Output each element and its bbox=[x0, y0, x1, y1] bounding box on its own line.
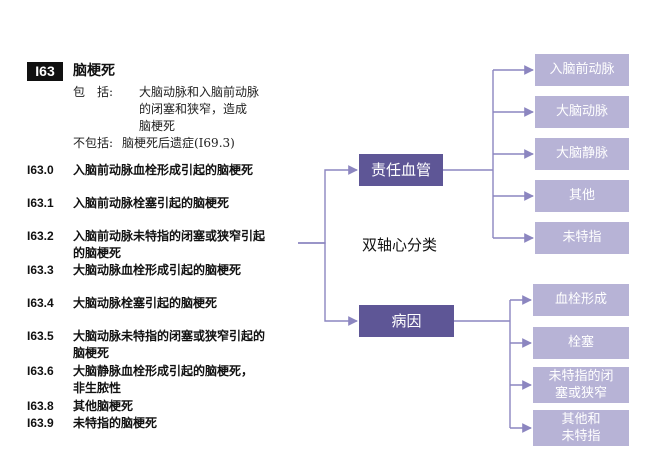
code-id: I63.3 bbox=[27, 263, 54, 277]
code-badge: I63 bbox=[27, 62, 63, 81]
cause-item: 栓塞 bbox=[533, 327, 629, 359]
code-desc-line: 大脑动脉栓塞引起的脑梗死 bbox=[73, 296, 218, 310]
includes-line-2: 的闭塞和狭窄，造成 bbox=[139, 102, 248, 116]
code-id: I63.0 bbox=[27, 163, 54, 177]
code-id: I63.2 bbox=[27, 229, 54, 243]
includes-line-1: 大脑动脉和入脑前动脉 bbox=[139, 85, 260, 99]
code-desc-line: 其他脑梗死 bbox=[73, 399, 134, 413]
includes-line-3: 脑梗死 bbox=[139, 119, 176, 133]
center-label: 双轴心分类 bbox=[362, 236, 438, 254]
excludes-text: 脑梗死后遗症(I69.3) bbox=[122, 136, 235, 150]
cause-item: 其他和 未特指 bbox=[533, 410, 629, 446]
includes-label: 包 括: bbox=[73, 85, 114, 99]
connector-to-cause bbox=[298, 242, 358, 326]
code-desc-line: 大脑动脉血栓形成引起的脑梗死 bbox=[73, 263, 242, 277]
cause-item-line: 未特指的闭 bbox=[548, 369, 614, 384]
excludes-label: 不包括: bbox=[73, 136, 114, 150]
code-id: I63.5 bbox=[27, 329, 54, 343]
vessel-item: 大脑静脉 bbox=[535, 138, 629, 170]
page-title: 脑梗死 bbox=[73, 63, 115, 79]
cause-item-line: 塞或狭窄 bbox=[554, 386, 607, 401]
code-desc-line: 入脑前动脉未特指的闭塞或狭窄引起 bbox=[73, 229, 266, 243]
vessel-item: 其他 bbox=[535, 180, 629, 212]
vessel-item: 大脑动脉 bbox=[535, 96, 629, 128]
code-desc-line: 大脑静脉血栓形成引起的脑梗死， bbox=[73, 364, 254, 378]
code-desc-line: 非生脓性 bbox=[73, 381, 122, 395]
vessel-branch-stem bbox=[443, 70, 494, 238]
vessel-item: 未特指 bbox=[535, 222, 629, 254]
cause-item-line: 其他和 bbox=[561, 412, 601, 427]
code-id: I63.9 bbox=[27, 416, 54, 430]
axis-box-vessel: 责任血管 bbox=[359, 154, 443, 186]
code-id: I63.8 bbox=[27, 399, 54, 413]
code-desc-line: 入脑前动脉血栓形成引起的脑梗死 bbox=[73, 163, 254, 177]
cause-item: 未特指的闭 塞或狭窄 bbox=[533, 367, 629, 403]
code-id: I63.1 bbox=[27, 196, 54, 210]
axis-box-cause: 病因 bbox=[359, 305, 454, 337]
cause-item-line: 未特指 bbox=[561, 429, 601, 444]
code-id: I63.4 bbox=[27, 296, 54, 310]
vessel-item: 入脑前动脉 bbox=[535, 54, 629, 86]
code-desc-line: 大脑动脉未特指的闭塞或狭窄引起的 bbox=[73, 329, 266, 343]
code-desc-line: 入脑前动脉栓塞引起的脑梗死 bbox=[73, 196, 230, 210]
cause-item: 血栓形成 bbox=[533, 284, 629, 316]
cause-branch-stem bbox=[454, 300, 511, 428]
code-desc-line: 脑梗死 bbox=[73, 346, 110, 360]
code-id: I63.6 bbox=[27, 364, 54, 378]
code-desc-line: 未特指的脑梗死 bbox=[73, 416, 158, 430]
code-desc-line: 的脑梗死 bbox=[73, 246, 122, 260]
